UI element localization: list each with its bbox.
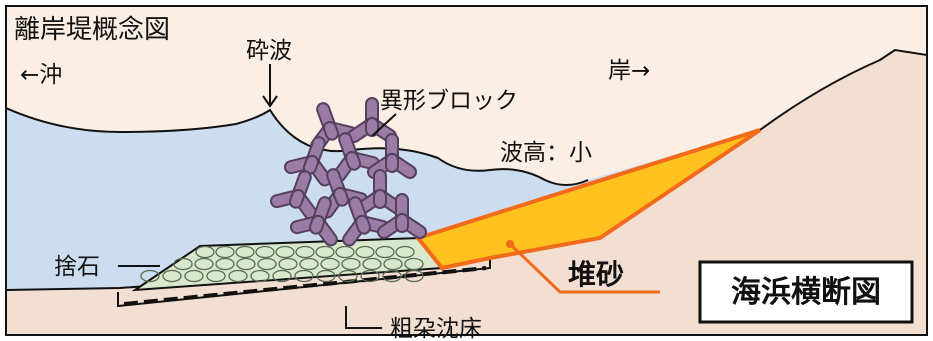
armor-block: [289, 196, 338, 247]
wave-height-label: 波高：小: [500, 140, 592, 166]
riprap-stone: [228, 269, 248, 283]
riprap-stone: [295, 245, 315, 259]
riprap-stone: [362, 257, 382, 271]
riprap-stone: [235, 245, 255, 259]
armor-block: [367, 133, 417, 179]
riprap-stone: [335, 245, 355, 259]
riprap-stone: [360, 269, 380, 283]
riprap-stone: [255, 245, 275, 259]
riprap-stone: [355, 245, 375, 259]
fascine-leader: [345, 306, 382, 329]
armor-block: [347, 97, 397, 143]
blocks-leader: [371, 113, 397, 137]
riprap-stone: [383, 257, 403, 271]
riprap-stone: [315, 245, 335, 259]
riprap-stone: [278, 257, 298, 271]
deposited-sand-label: 堆砂: [568, 258, 624, 291]
riprap-label: 捨石: [54, 254, 100, 280]
riprap-stone: [194, 257, 214, 271]
riprap-stone: [299, 257, 319, 271]
riprap-stone: [316, 269, 336, 283]
riprap-stone: [272, 269, 292, 283]
riprap-stone: [341, 257, 361, 271]
diagram-frame: [5, 5, 928, 336]
armor-blocks: [269, 97, 427, 247]
shore-label: 岸→: [608, 58, 650, 84]
sand-leader: [508, 242, 660, 294]
riprap-stone: [404, 269, 424, 283]
riprap-stone: [294, 269, 314, 283]
riprap-stone: [173, 257, 193, 271]
armor-block: [342, 196, 391, 247]
riprap-stone: [184, 269, 204, 283]
armor-block: [269, 170, 318, 221]
riprap-stone: [140, 269, 160, 283]
fascine-mattress-label: 粗朶沈床: [390, 316, 482, 341]
riprap-stone: [236, 257, 256, 271]
riprap-stone: [250, 269, 270, 283]
breaking-wave-label: 砕波: [246, 38, 292, 64]
diagram-title: 離岸堤概念図: [14, 15, 170, 45]
fascine-mattress-dashes: [123, 266, 487, 306]
armor-block: [283, 136, 332, 187]
riprap-stone: [382, 269, 402, 283]
wave-surface-line: [6, 107, 589, 186]
riprap-stone: [275, 245, 295, 259]
riprap-stone: [375, 245, 395, 259]
riprap-stone: [206, 269, 226, 283]
seabed-ground: [6, 50, 927, 335]
breaking-wave-arrowhead: [262, 95, 278, 108]
riprap-stone: [338, 269, 358, 283]
riprap-stone: [404, 257, 424, 271]
riprap-stones: [140, 245, 424, 283]
riprap-stone: [395, 245, 415, 259]
riprap-stone: [195, 245, 215, 259]
armor-block: [377, 193, 427, 239]
armor-block: [332, 132, 381, 183]
riprap-stone: [162, 269, 182, 283]
section-title: 海浜横断図: [731, 275, 881, 310]
offshore-label: ←沖: [20, 62, 62, 88]
sand-leader-dot: [506, 240, 514, 248]
riprap-stone: [257, 257, 277, 271]
section-title-box: [698, 260, 914, 324]
deposited-sand-wedge: [414, 128, 762, 271]
riprap-stone: [320, 257, 340, 271]
riprap-stone: [215, 245, 235, 259]
blocks-label: 異形ブロック: [380, 88, 518, 114]
riprap-stone: [215, 257, 235, 271]
